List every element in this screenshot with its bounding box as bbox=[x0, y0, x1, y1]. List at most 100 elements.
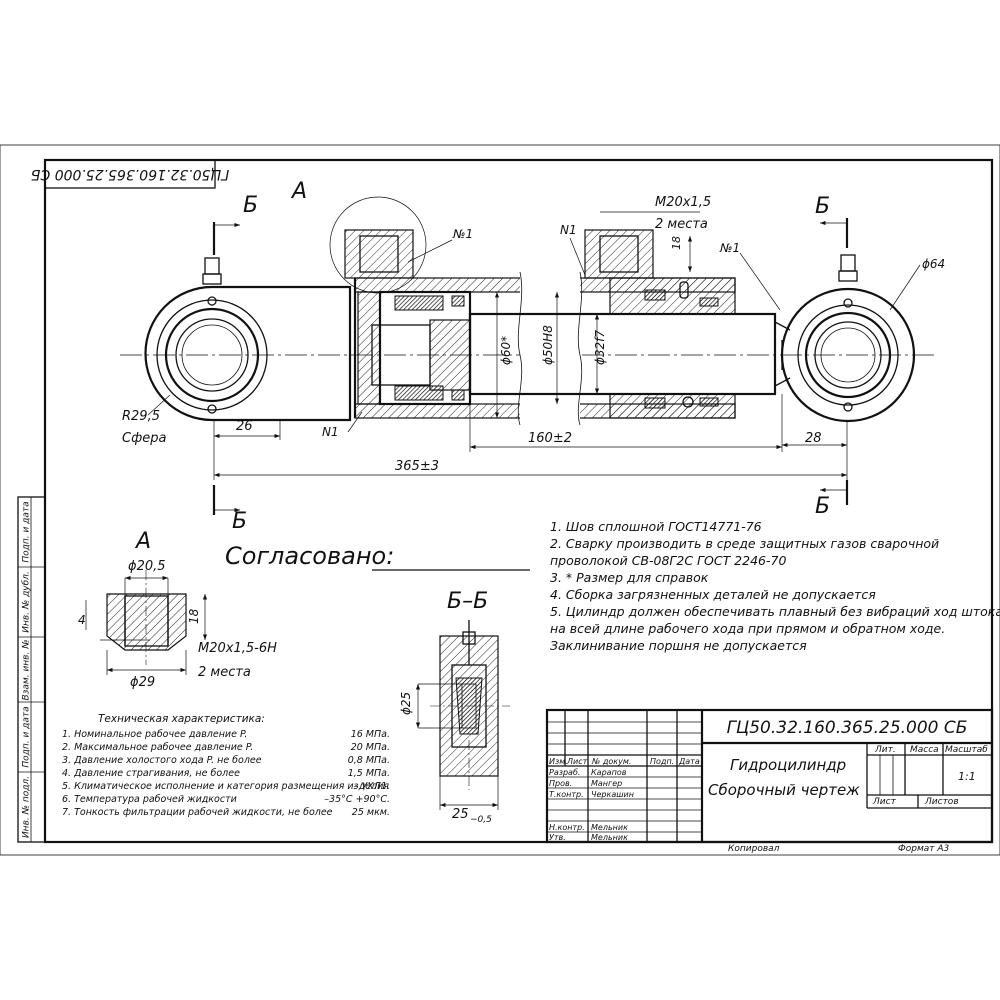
label-n1-right: №1 bbox=[719, 241, 740, 255]
detail-a-d205: ϕ20,5 bbox=[128, 559, 166, 574]
tech-row-3-label: 3. Давление холостого хода P. не более bbox=[62, 755, 262, 766]
detail-a-d18: 18 bbox=[187, 608, 201, 624]
detail-a-boss bbox=[106, 593, 187, 651]
tech-title: Техническая характеристика: bbox=[98, 713, 265, 725]
left-eye-body bbox=[144, 285, 352, 422]
tb-name-razr: Карапов bbox=[591, 768, 627, 777]
detail-a: А ϕ20,5 4 18 M20x1,5-6H 2 места ϕ29 bbox=[78, 529, 277, 690]
tech-row-3-value: 0,8 МПа. bbox=[348, 755, 390, 766]
tech-row-1-label: 1. Номинальное рабочее давление P. bbox=[62, 729, 247, 740]
label-sphere: Сфера bbox=[122, 431, 166, 446]
side-stamp-2: Инв. № дубл. bbox=[22, 571, 32, 633]
tech-row-1-value: 16 МПа. bbox=[351, 729, 390, 740]
tech-row-6-value: –35°С +90°С. bbox=[324, 794, 390, 805]
tb-sheets: Листов bbox=[924, 797, 959, 807]
tb-mass: Масса bbox=[910, 745, 939, 755]
grease-fitting-right bbox=[840, 254, 856, 272]
label-d32: ϕ32f7 bbox=[593, 330, 607, 365]
label-d60: ϕ60* bbox=[499, 336, 513, 365]
section-bb-w25: 25 bbox=[452, 807, 469, 822]
detail-a-places: 2 места bbox=[198, 665, 251, 680]
side-stamp-4: Подп. и дата bbox=[22, 706, 32, 767]
tb-name-utv: Мельник bbox=[591, 833, 628, 842]
tb-name-tk: Черкашин bbox=[591, 790, 634, 799]
note-line-3: проволокой СВ-08Г2С ГОСТ 2246-70 bbox=[550, 553, 786, 568]
tb-col-list: Лист bbox=[566, 757, 588, 766]
section-bb-title: Б–Б bbox=[447, 589, 488, 614]
tech-row-7-value: 25 мкм. bbox=[352, 807, 390, 818]
label-r295: R29,5 bbox=[122, 409, 160, 424]
label-N1-bottom: N1 bbox=[322, 425, 339, 439]
label-d50: ϕ50H8 bbox=[541, 325, 555, 365]
label-places: 2 места bbox=[655, 217, 708, 232]
tb-sheet: Лист bbox=[872, 797, 897, 807]
label-365: 365±3 bbox=[395, 459, 439, 474]
label-160: 160±2 bbox=[528, 431, 572, 446]
left-eye-bearing bbox=[164, 307, 260, 403]
letter-b-tl: Б bbox=[243, 193, 258, 218]
label-26: 26 bbox=[236, 419, 253, 434]
tb-name-prov: Мангер bbox=[591, 779, 622, 788]
notes: 1. Шов сплошной ГОСТ14771-76 2. Сварку п… bbox=[550, 519, 1000, 653]
letter-b-br: Б bbox=[815, 494, 830, 519]
approved-label: Согласовано: bbox=[225, 542, 394, 570]
tb-role-prov: Пров. bbox=[549, 779, 572, 788]
tech-characteristics: Техническая характеристика: 1. Номинальн… bbox=[62, 713, 390, 818]
tech-row-4-value: 1,5 МПа. bbox=[348, 768, 390, 779]
rear-cap bbox=[357, 291, 381, 405]
label-18: 18 bbox=[670, 236, 683, 250]
letter-b-bl: Б bbox=[232, 509, 247, 534]
note-line-2: 2. Сварку производить в среде защитных г… bbox=[550, 536, 939, 551]
main-view bbox=[120, 196, 935, 515]
note-line-7: на всей длине рабочего хода при прямом и… bbox=[550, 621, 945, 636]
label-N1-top: N1 bbox=[560, 223, 577, 237]
outer-frame bbox=[0, 144, 1000, 856]
label-n1-top: №1 bbox=[452, 227, 473, 241]
note-line-5: 4. Сборка загрязненных деталей не допуск… bbox=[550, 587, 876, 602]
tb-col-sign: Подп. bbox=[650, 757, 674, 766]
left-eye-inner bbox=[175, 318, 249, 392]
tb-role-razr: Разраб. bbox=[549, 768, 580, 777]
tech-row-2-label: 2. Максимальное рабочее давление P. bbox=[62, 742, 253, 753]
tech-row-6-label: 6. Температура рабочей жидкости bbox=[62, 794, 237, 805]
rod bbox=[468, 312, 777, 396]
detail-a-d4: 4 bbox=[78, 613, 86, 627]
note-line-1: 1. Шов сплошной ГОСТ14771-76 bbox=[550, 519, 762, 534]
detail-a-title: А bbox=[134, 529, 151, 554]
title-block: ГЦ50.32.160.365.25.000 СБ Гидроцилиндр С… bbox=[545, 708, 994, 854]
tb-copied: Копировал bbox=[728, 844, 780, 854]
letter-a-main: А bbox=[290, 179, 307, 204]
label-28: 28 bbox=[805, 431, 822, 446]
tb-format: Формат А3 bbox=[898, 844, 950, 854]
tech-row-2-value: 20 МПа. bbox=[351, 742, 390, 753]
tb-role-tk: Т.контр. bbox=[549, 790, 584, 799]
grease-fitting-left bbox=[204, 257, 220, 275]
note-line-4: 3. * Размер для справок bbox=[550, 570, 709, 585]
letter-b-tr: Б bbox=[815, 194, 830, 219]
side-stamp-1: Подп. и дата bbox=[22, 501, 32, 562]
section-bb-tol: −0,5 bbox=[470, 815, 492, 825]
tb-name-1: Гидроцилиндр bbox=[730, 756, 846, 774]
rotated-stamp-text: ГЦ50.32.160.365.25.000 СБ bbox=[31, 166, 229, 182]
tb-designation: ГЦ50.32.160.365.25.000 СБ bbox=[727, 718, 968, 738]
tb-lit: Лит. bbox=[874, 745, 896, 755]
tb-col-doc: № докум. bbox=[591, 757, 631, 766]
gland-top bbox=[609, 277, 736, 315]
detail-a-d29: ϕ29 bbox=[130, 675, 155, 690]
label-d64: ϕ64 bbox=[922, 257, 945, 271]
side-stamp-3: Взам. инв. № bbox=[22, 639, 32, 700]
tb-role-nk: Н.контр. bbox=[549, 823, 585, 832]
note-line-8: Заклинивание поршня не допускается bbox=[550, 638, 807, 653]
port-boss-rear bbox=[344, 229, 414, 279]
left-eye-outer bbox=[156, 299, 268, 411]
port-boss-front bbox=[584, 229, 654, 279]
tb-name-2: Сборочный чертеж bbox=[708, 781, 860, 799]
label-thread: M20x1,5 bbox=[655, 195, 711, 210]
rotated-stamp-box bbox=[44, 159, 216, 189]
section-bb-d25: ϕ25 bbox=[399, 692, 413, 715]
detail-a-circle bbox=[329, 196, 427, 294]
tech-row-5-label: 5. Климатическое исполнение и категория … bbox=[62, 781, 389, 792]
tb-col-izm: Изм. bbox=[549, 757, 568, 766]
tb-col-date: Дата bbox=[678, 757, 700, 766]
approval: Согласовано: bbox=[225, 542, 530, 571]
